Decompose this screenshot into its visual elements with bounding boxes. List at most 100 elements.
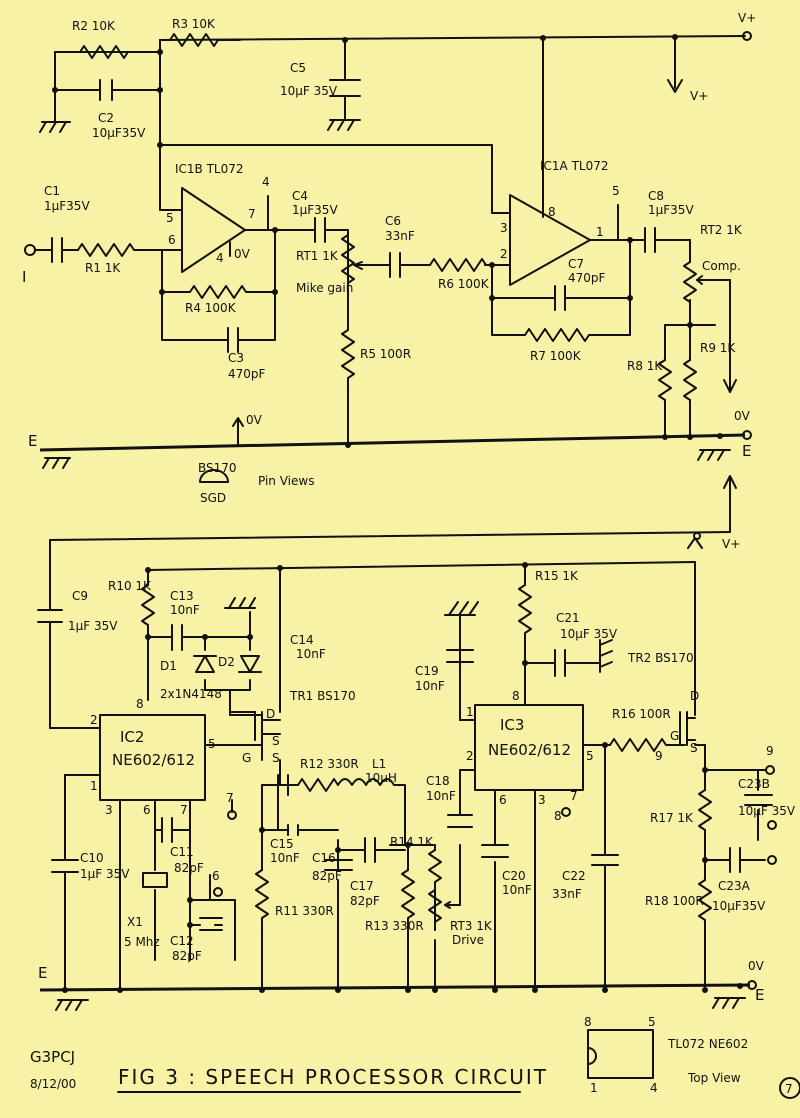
r9-resistor xyxy=(683,359,697,401)
junction-dots-bottom xyxy=(62,562,743,993)
pkg-pin1: 1 xyxy=(590,1081,598,1095)
junction-dots-top xyxy=(52,34,723,448)
ic3-block xyxy=(474,704,584,791)
ic1b-zero-v: 0V xyxy=(234,247,251,261)
pkg-pin5: 5 xyxy=(648,1015,656,1029)
c2-capacitor xyxy=(99,79,113,101)
l1-inductor xyxy=(337,778,406,846)
ic3-pin5: 5 xyxy=(586,749,594,763)
ground-e-bottom: E xyxy=(38,964,47,982)
ic1a-pin5-label: 5 xyxy=(612,184,620,198)
r12-resistor xyxy=(297,778,339,792)
c3-label: C3 xyxy=(228,351,244,365)
ic1a-pin2: 2 xyxy=(500,247,508,261)
c17-value: 82pF xyxy=(350,894,380,908)
c10-value: 1μF 35V xyxy=(80,867,130,881)
page-number: 7 xyxy=(785,1082,793,1096)
bottom-labels: V+ C9 1μF 35V R10 1K C13 10nF D1 D2 2x1N… xyxy=(38,537,796,1004)
r11-resistor xyxy=(255,869,269,931)
c4-value: 1μF35V xyxy=(292,203,338,217)
c16-label: C16 xyxy=(312,851,336,865)
date-label: 8/12/00 xyxy=(30,1077,76,1091)
ground-symbol-bottom xyxy=(55,999,89,1011)
output-terminal-c23a xyxy=(767,855,777,865)
pkg-names: TL072 NE602 xyxy=(667,1037,748,1051)
c5-capacitor xyxy=(329,79,361,97)
c21-value: 10μF 35V xyxy=(560,627,618,641)
ground-e-top-right: E xyxy=(742,442,751,460)
r6-resistor xyxy=(429,258,487,272)
r17-resistor xyxy=(698,789,712,831)
rt2-note: Comp. xyxy=(702,259,741,273)
ic2-label: IC2 xyxy=(120,728,144,746)
tr1-pin-g: G xyxy=(242,751,251,765)
r16-label: R16 100R xyxy=(612,707,671,721)
footer: G3PCJ 8/12/00 FIG 3 : SPEECH PROCESSOR C… xyxy=(30,1015,800,1099)
d2-label: D2 xyxy=(218,655,235,669)
c5-label: C5 xyxy=(290,61,306,75)
ic1b-label: IC1B TL072 xyxy=(175,162,244,176)
c12-capacitor xyxy=(199,917,223,931)
c18-label: C18 xyxy=(426,774,450,788)
ground-symbol-c5 xyxy=(327,119,361,131)
tr1-mosfet xyxy=(254,711,281,741)
c10-label: C10 xyxy=(80,851,104,865)
package-notch xyxy=(587,1047,597,1065)
ic3-pin2: 2 xyxy=(466,749,474,763)
diodes-label: 2x1N4148 xyxy=(160,687,222,701)
ic2-pin3: 3 xyxy=(105,803,113,817)
c22-label: C22 xyxy=(562,869,586,883)
c18-capacitor xyxy=(447,814,473,828)
c14-value: 10nF xyxy=(296,647,326,661)
c9-capacitor xyxy=(37,609,63,623)
c23a-label: C23A xyxy=(718,879,751,893)
r10-label: R10 1K xyxy=(108,579,152,593)
ground-symbol-c21 xyxy=(599,639,613,673)
tr2-label: TR2 BS170 xyxy=(627,651,694,665)
rt1-label: RT1 1K xyxy=(296,249,339,263)
x1-value: 5 Mhz xyxy=(124,935,160,949)
input-label: I xyxy=(22,268,26,286)
zero-v-bottom: 0V xyxy=(748,959,765,973)
d2-diode xyxy=(238,655,262,673)
c16-capacitor xyxy=(324,859,353,871)
ground-e-bottom-right: E xyxy=(755,986,764,1004)
c1-value: 1μF35V xyxy=(44,199,90,213)
c19-value: 10nF xyxy=(415,679,445,693)
ic1a-pin3: 3 xyxy=(500,221,508,235)
x1-label: X1 xyxy=(127,915,143,929)
vplus-label-bottom: V+ xyxy=(722,537,740,551)
r3-resistor xyxy=(159,33,241,47)
r4-label: R4 100K xyxy=(185,301,237,315)
c8-label: C8 xyxy=(648,189,664,203)
r1-label: R1 1K xyxy=(85,261,121,275)
ic2-pin8: 8 xyxy=(136,697,144,711)
r7-resistor xyxy=(524,328,596,342)
pin7-label: 7 xyxy=(226,791,234,805)
ground-e-top: E xyxy=(28,432,37,450)
zero-v-top: 0V xyxy=(734,409,751,423)
tr1-pin-d: D xyxy=(266,707,275,721)
c13-value: 10nF xyxy=(170,603,200,617)
pkg-pin8: 8 xyxy=(584,1015,592,1029)
ic3-pin8: 8 xyxy=(512,689,520,703)
tr1-label: TR1 BS170 xyxy=(289,689,356,703)
c19-capacitor xyxy=(446,649,474,663)
sgd-label: SGD xyxy=(200,491,226,505)
c23a-capacitor xyxy=(729,847,741,873)
ic3-label: IC3 xyxy=(500,716,524,734)
x1-crystal xyxy=(142,872,168,888)
top-wiring xyxy=(34,35,746,452)
r13-label: R13 330R xyxy=(365,919,424,933)
package-outline xyxy=(587,1029,654,1079)
c3-capacitor xyxy=(227,327,239,353)
rt1-note: Mike gain xyxy=(296,281,353,295)
zero-v-terminal-bottom xyxy=(747,980,757,990)
c6-capacitor xyxy=(389,252,401,278)
c6-value: 33nF xyxy=(385,229,415,243)
ic2-type: NE602/612 xyxy=(112,751,195,769)
tr2-pin-s: S xyxy=(690,741,698,755)
vplus-arrow-label: V+ xyxy=(690,89,708,103)
pin8-terminal xyxy=(561,807,571,817)
c7-value: 470pF xyxy=(568,271,606,285)
